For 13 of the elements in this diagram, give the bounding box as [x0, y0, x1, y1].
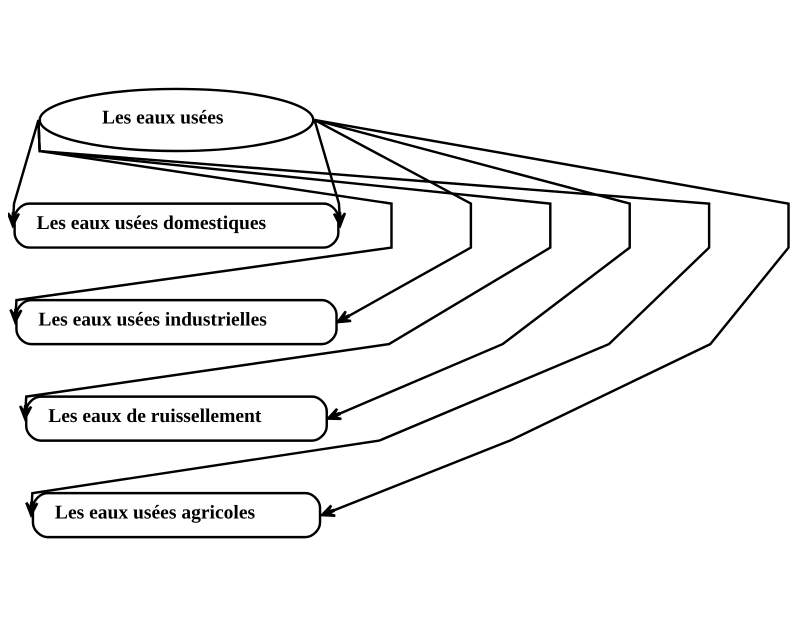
node-box: Les eaux usées domestiques [13, 202, 340, 249]
arrow [9, 120, 393, 324]
arrow [314, 118, 472, 324]
node-box: Les eaux de ruissellement [25, 395, 328, 442]
arrow [25, 120, 710, 516]
arrow [18, 120, 552, 420]
arrow [313, 120, 346, 227]
node-box: Les eaux usées agricoles [32, 492, 322, 538]
arrow [314, 118, 631, 420]
node-box: Les eaux usées industrielles [15, 298, 338, 346]
arrow [314, 118, 790, 517]
node-ellipse: Les eaux usées [38, 88, 314, 152]
arrow [8, 120, 40, 227]
